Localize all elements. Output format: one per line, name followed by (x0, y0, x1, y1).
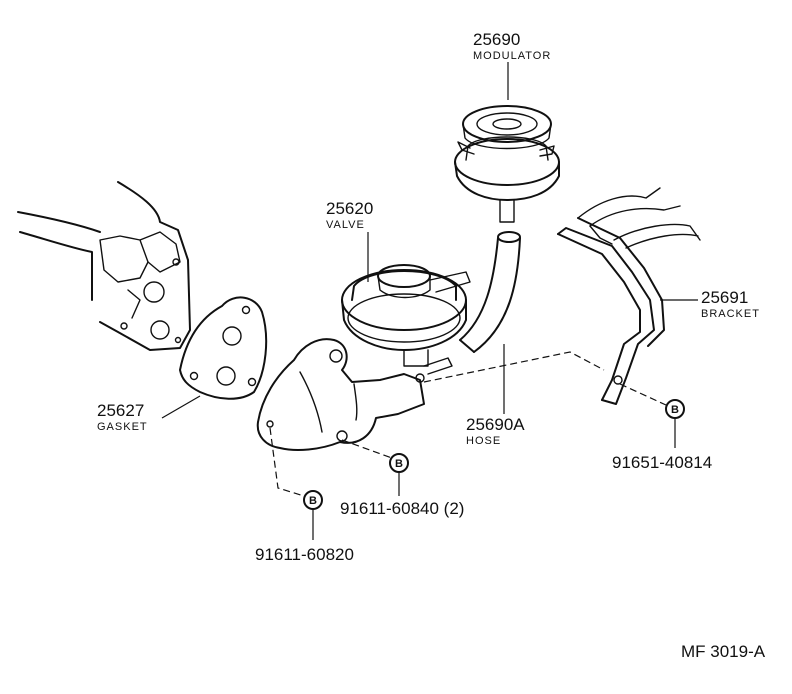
engine-manifold-drawing (17, 181, 191, 351)
label-gasket: 25627 GASKET (97, 401, 148, 433)
modulator-part-number: 25690 (473, 30, 520, 49)
figure-code: MF 3019-A (681, 642, 766, 661)
hose-part-number: 25690A (466, 415, 525, 434)
modulator-name: MODULATOR (473, 50, 551, 62)
modulator-drawing (454, 105, 560, 223)
egr-valve-drawing (256, 264, 471, 451)
assembly-dashed-lines (269, 351, 667, 497)
bolt-valve-part-number: 91611-60840 (2) (340, 499, 464, 518)
gasket-name: GASKET (97, 421, 148, 433)
svg-text:B: B (671, 404, 679, 416)
valve-name: VALVE (326, 219, 365, 231)
bolt-marker-flange: B (303, 490, 323, 510)
hose-name: HOSE (466, 435, 501, 447)
bracket-drawing (557, 187, 701, 405)
label-valve: 25620 VALVE (326, 199, 373, 231)
gasket-part-number: 25627 (97, 401, 144, 420)
leader-lines (161, 62, 698, 540)
valve-part-number: 25620 (326, 199, 373, 218)
svg-text:B: B (395, 458, 403, 470)
hose-drawing (459, 231, 521, 353)
label-hose: 25690A HOSE (466, 415, 525, 447)
gasket-drawing (179, 296, 268, 400)
bracket-part-number: 25691 (701, 288, 748, 307)
label-modulator: 25690 MODULATOR (473, 30, 551, 62)
svg-text:B: B (309, 495, 317, 507)
bolt-flange-part-number: 91611-60820 (255, 545, 354, 564)
bolt-bracket-part-number: 91651-40814 (612, 453, 712, 472)
bolt-marker-bracket: B (665, 399, 685, 419)
bolt-marker-valve: B (389, 453, 409, 473)
label-bracket: 25691 BRACKET (701, 288, 760, 320)
bracket-name: BRACKET (701, 308, 760, 320)
